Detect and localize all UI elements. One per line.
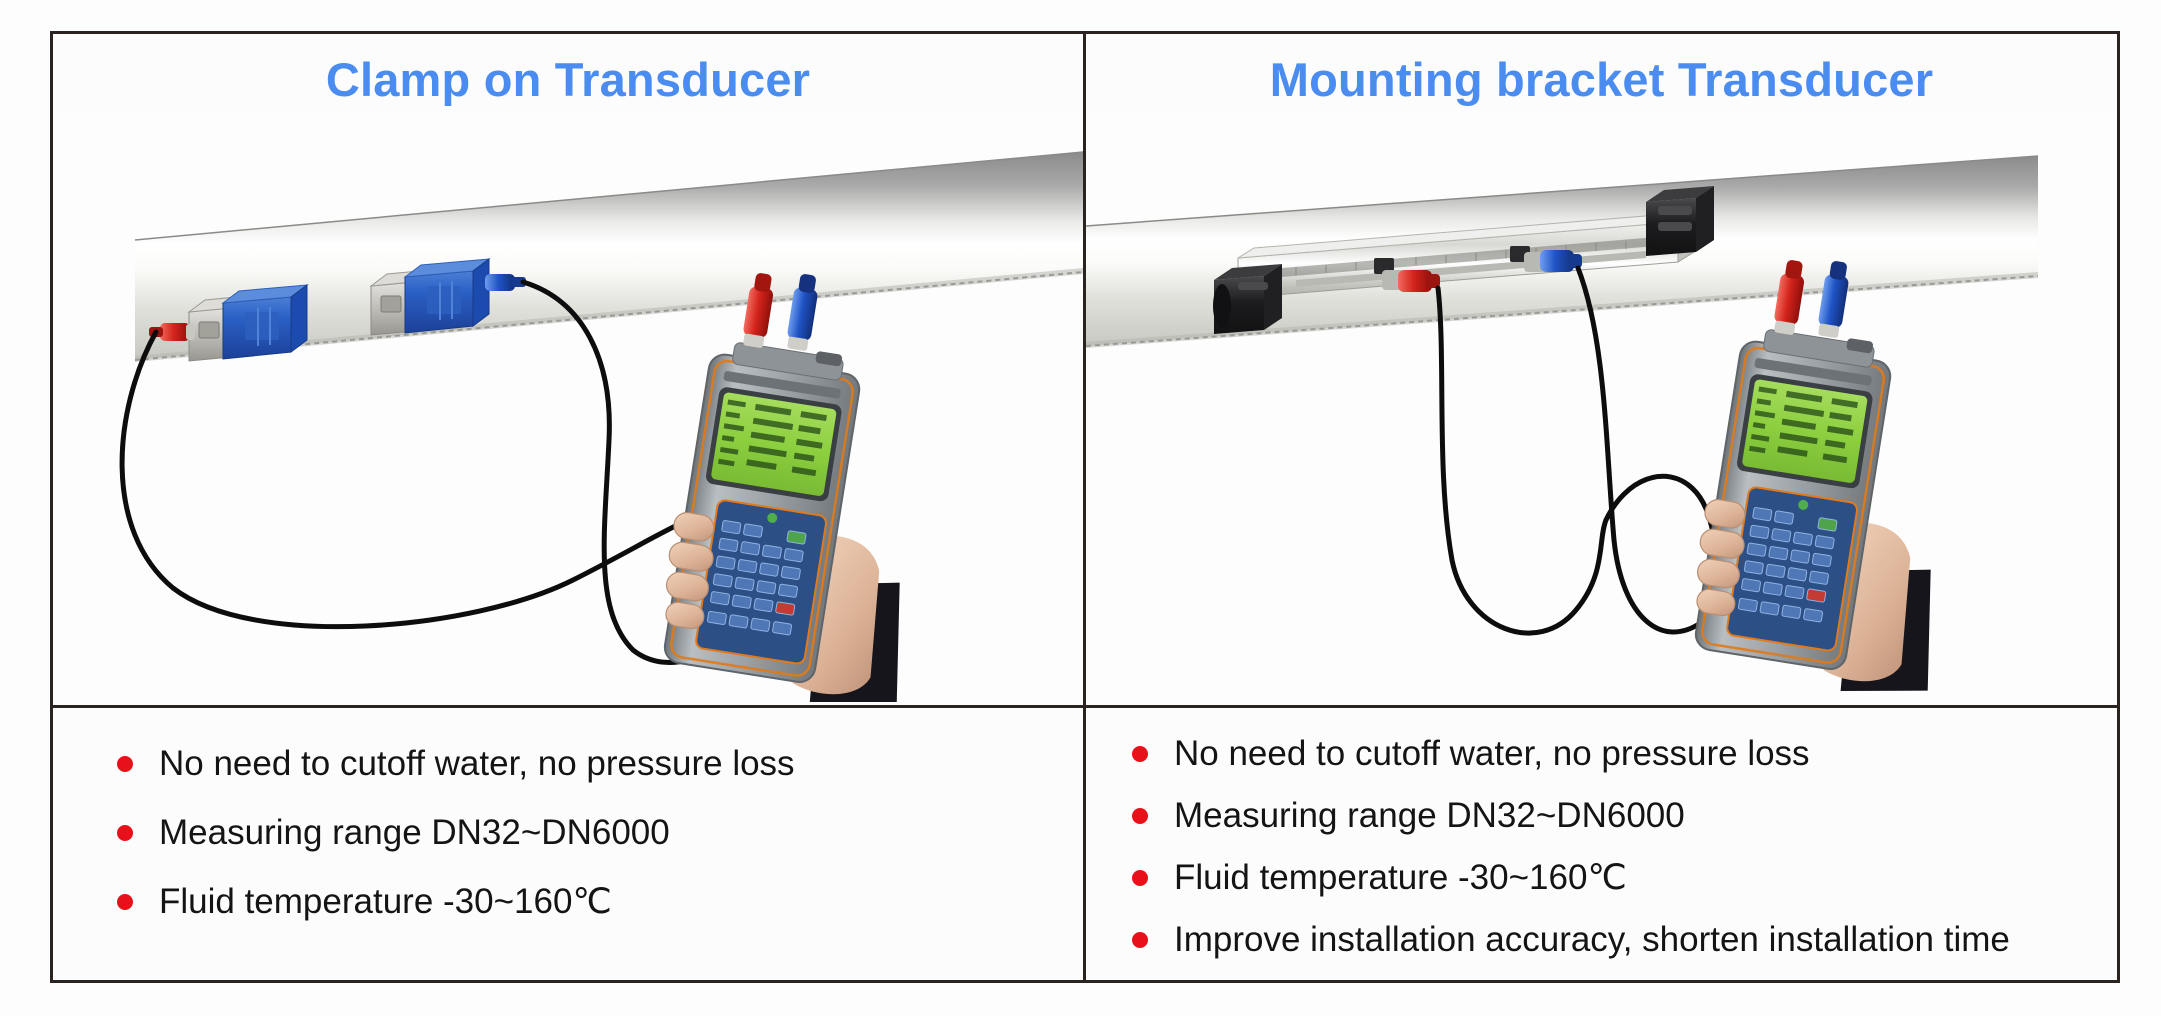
bullet-dot-icon: [1132, 870, 1148, 886]
cable-red-right: [1435, 285, 1609, 636]
end-clamp-left: [1213, 264, 1282, 334]
list-item-label: Improve installation accuracy, shorten i…: [1174, 920, 2010, 959]
feature-list-clamp-on: No need to cutoff water, no pressure los…: [53, 708, 1083, 980]
list-item-label: Fluid temperature -30~160℃: [159, 882, 612, 921]
list-item-label: Measuring range DN32~DN6000: [159, 813, 670, 852]
illustration-clamp-on: [53, 110, 1083, 702]
handheld-flow-meter-left: [663, 273, 900, 702]
bullet-dot-icon: [117, 825, 133, 841]
list-item-label: No need to cutoff water, no pressure los…: [1174, 734, 1810, 773]
plug-blue-right: [1818, 261, 1849, 338]
list-item: Improve installation accuracy, shorten i…: [1126, 920, 2117, 960]
feature-list-mounting-bracket: No need to cutoff water, no pressure los…: [1086, 708, 2117, 980]
panel-title-clamp-on: Clamp on Transducer: [325, 53, 811, 106]
list-item-label: Fluid temperature -30~160℃: [1174, 858, 1627, 897]
plug-blue-left: [787, 274, 818, 351]
end-clamp-right: [1646, 186, 1714, 256]
clamp-on-transducer-downstream: [369, 258, 526, 336]
cable-upstream: [119, 329, 746, 630]
handheld-flow-meter-right: [1694, 260, 1931, 692]
bullet-dot-icon: [1132, 932, 1148, 948]
illustration-mounting-bracket: [1086, 110, 2117, 702]
bullet-dot-icon: [1132, 746, 1148, 762]
plug-red-left: [743, 273, 773, 348]
clamp-on-transducer-upstream: [149, 284, 309, 362]
plug-red-right: [1774, 260, 1804, 335]
panel-title-mounting-bracket: Mounting bracket Transducer: [1269, 53, 1934, 106]
list-item: Fluid temperature -30~160℃: [111, 882, 1083, 922]
list-item: No need to cutoff water, no pressure los…: [1126, 734, 2117, 774]
vertical-divider: [1083, 31, 1086, 983]
bullet-dot-icon: [1132, 808, 1148, 824]
list-item-label: No need to cutoff water, no pressure los…: [159, 744, 795, 783]
bullet-dot-icon: [117, 756, 133, 772]
list-item-label: Measuring range DN32~DN6000: [1174, 796, 1685, 835]
bullet-dot-icon: [117, 894, 133, 910]
list-item: Measuring range DN32~DN6000: [111, 813, 1083, 853]
list-item: No need to cutoff water, no pressure los…: [111, 744, 1083, 784]
list-item: Measuring range DN32~DN6000: [1126, 796, 2117, 836]
horizontal-divider-right: [1083, 705, 2120, 708]
list-item: Fluid temperature -30~160℃: [1126, 858, 2117, 898]
transducer-red: [1382, 270, 1440, 292]
horizontal-divider-left: [50, 705, 1086, 708]
transducer-blue: [1524, 250, 1582, 272]
